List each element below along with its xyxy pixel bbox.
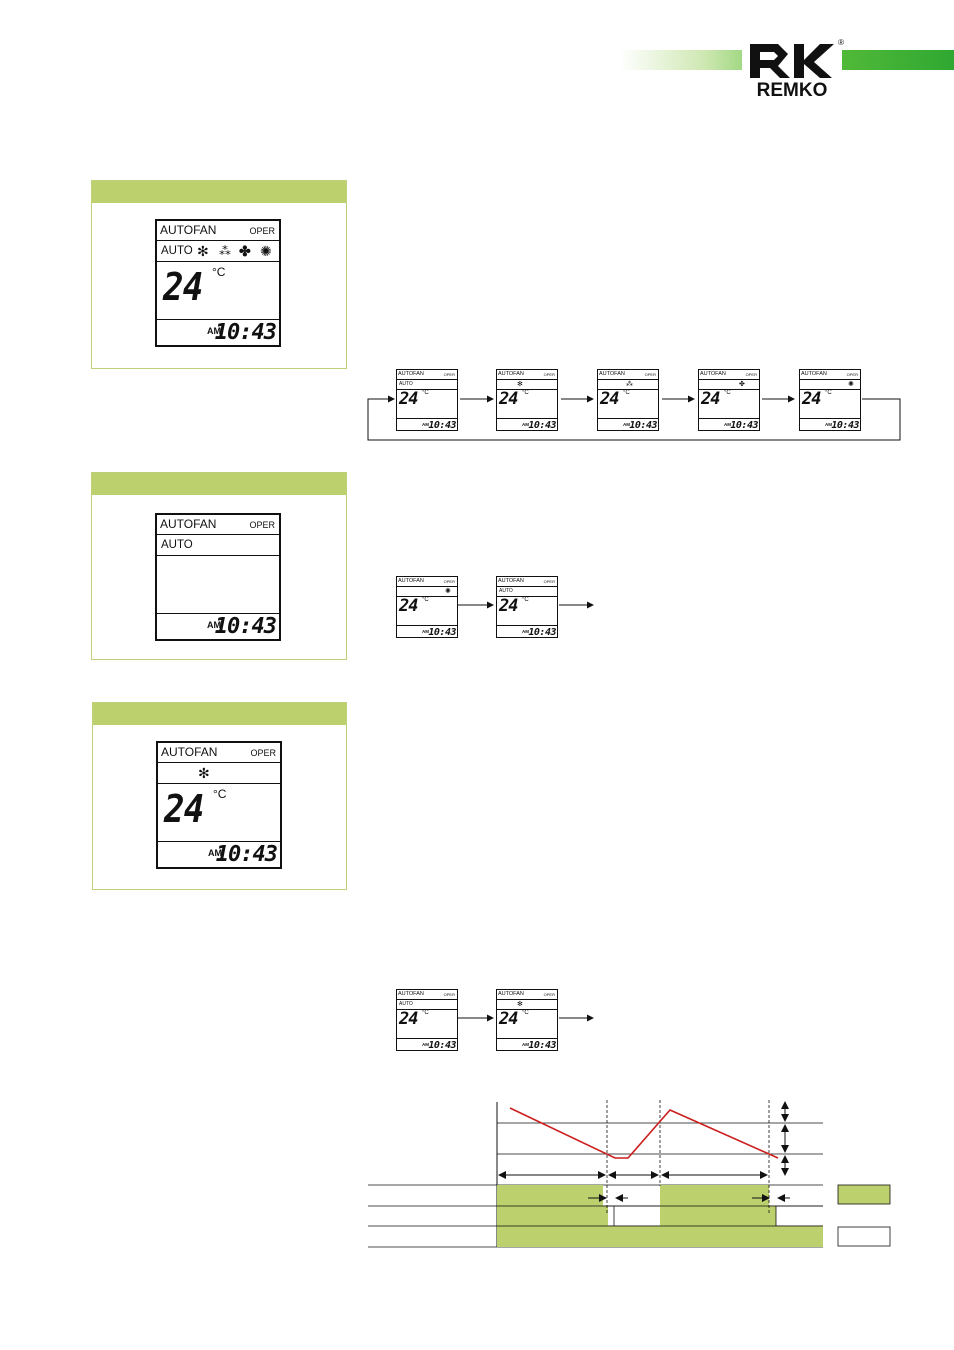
- legend-on-box: [837, 1184, 891, 1205]
- snowflake-icon: ✻: [517, 1001, 523, 1008]
- auto-label: AUTO: [161, 539, 193, 551]
- autofan-label: AUTOFAN: [161, 745, 218, 759]
- clock-readout: 10:43: [215, 842, 278, 867]
- panel-header: [92, 473, 346, 495]
- snowflake-icon: ✻: [197, 243, 209, 259]
- oper-label: OPER: [249, 520, 275, 530]
- auto-label: AUTO: [161, 245, 193, 257]
- drops-icon: ⁂: [219, 244, 231, 258]
- fan-icon: ✤: [739, 381, 745, 388]
- fan-on-bar-1: [497, 1206, 607, 1226]
- snowflake-icon: ✻: [198, 765, 210, 781]
- autofan-label: AUTOFAN: [160, 517, 217, 531]
- transition-arrows: [457, 1014, 594, 1022]
- fan-on-bar-2: [660, 1206, 772, 1226]
- sun-icon: ✺: [445, 588, 451, 595]
- logo-wordmark: REMKO: [756, 80, 828, 101]
- panel-header: [92, 181, 346, 203]
- cooling-timing-diagram: [368, 1100, 891, 1248]
- transition-arrows: [457, 601, 594, 609]
- room-temperature-curve: [509, 1107, 779, 1159]
- temperature-readout: 24: [164, 787, 204, 831]
- compressor-on-bar-1: [497, 1185, 603, 1206]
- oper-label: OPER: [250, 748, 276, 758]
- snowflake-icon: ✻: [517, 381, 523, 388]
- clock-readout: 10:43: [214, 320, 277, 345]
- panel-header: [93, 703, 346, 725]
- legend-off-box: [837, 1226, 891, 1247]
- mode-cycle-arrows: [367, 395, 901, 441]
- am-label: AM: [207, 326, 221, 336]
- registered-mark: ®: [838, 38, 844, 47]
- clock-readout: 10:43: [214, 614, 277, 639]
- am-label: AM: [207, 620, 221, 630]
- blower-on-bar: [497, 1226, 823, 1247]
- temperature-unit: °C: [213, 787, 227, 801]
- fan-icon: ✤: [239, 243, 251, 259]
- remko-logo: REMKO ®: [742, 38, 844, 102]
- temperature-unit: °C: [212, 265, 226, 279]
- am-label: AM: [208, 848, 222, 858]
- sun-icon: ✺: [848, 381, 854, 388]
- autofan-label: AUTOFAN: [160, 223, 217, 237]
- temperature-readout: 24: [163, 265, 203, 309]
- drops-icon: ⁂: [626, 381, 633, 388]
- sun-icon: ✺: [260, 243, 272, 259]
- oper-label: OPER: [249, 226, 275, 236]
- compressor-on-bar-2: [660, 1185, 769, 1206]
